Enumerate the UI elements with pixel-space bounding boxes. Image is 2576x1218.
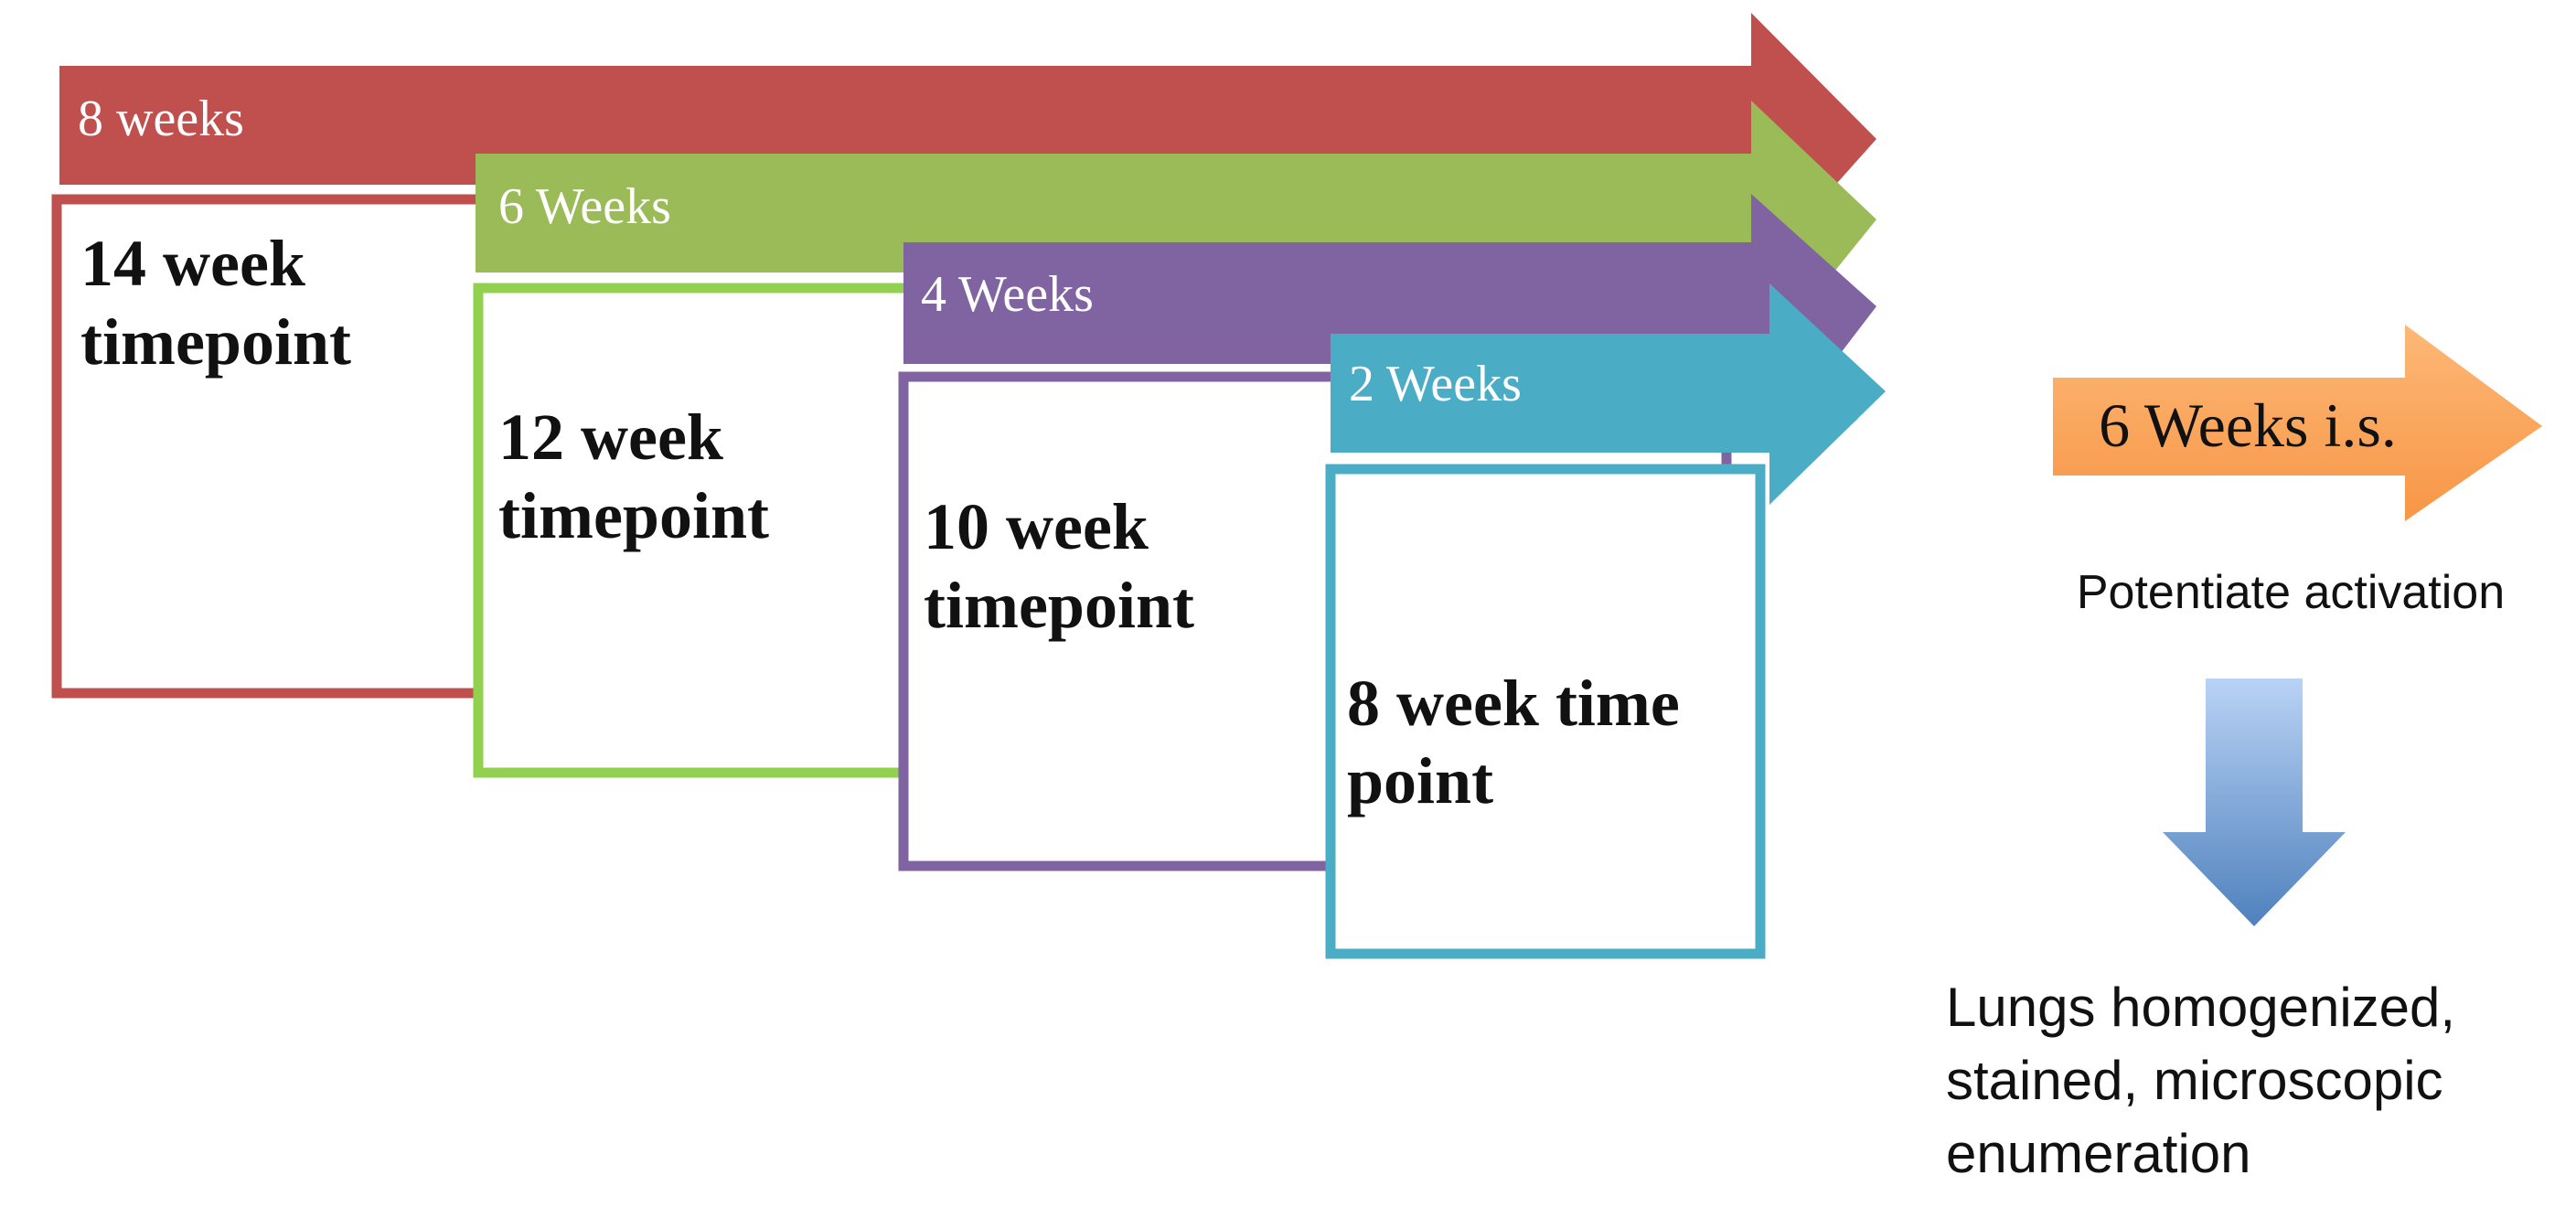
box-12-week-line2: timepoint [498,479,769,552]
box-10-week-line1: 10 week [924,490,1149,563]
bar-4-weeks-label: 4 Weeks [921,266,1094,323]
result-line-3: enumeration [1946,1123,2251,1184]
blue-down-arrow [2163,678,2346,926]
bar-6-weeks-label: 6 Weeks [498,178,671,235]
orange-arrow-label: 6 Weeks i.s. [2099,390,2397,460]
box-12-week-line1: 12 week [498,401,723,474]
bar-2-weeks-label: 2 Weeks [1349,356,1522,412]
box-10-week-line2: timepoint [924,569,1194,642]
result-line-1: Lungs homogenized, [1946,977,2455,1038]
box-14-week-line2: timepoint [80,305,351,379]
result-line-2: stained, microscopic [1946,1050,2443,1111]
box-8-week-line1: 8 week time [1347,667,1680,740]
box-8-week-timepoint [1325,464,1766,959]
bar-8-weeks-label: 8 weeks [78,91,244,147]
box-8-week-line2: point [1347,744,1493,817]
bar-2-weeks-arrow [1331,283,1886,505]
followup-steps: 6 Weeks i.s. Potentiate activation Lungs… [1946,325,2542,1184]
group-2-weeks: 2 Weeks 8 week time point [1325,283,1886,959]
box-14-week-line1: 14 week [80,227,305,300]
orange-right-arrow [2053,325,2542,521]
potentiate-caption: Potentiate activation [2077,566,2505,619]
